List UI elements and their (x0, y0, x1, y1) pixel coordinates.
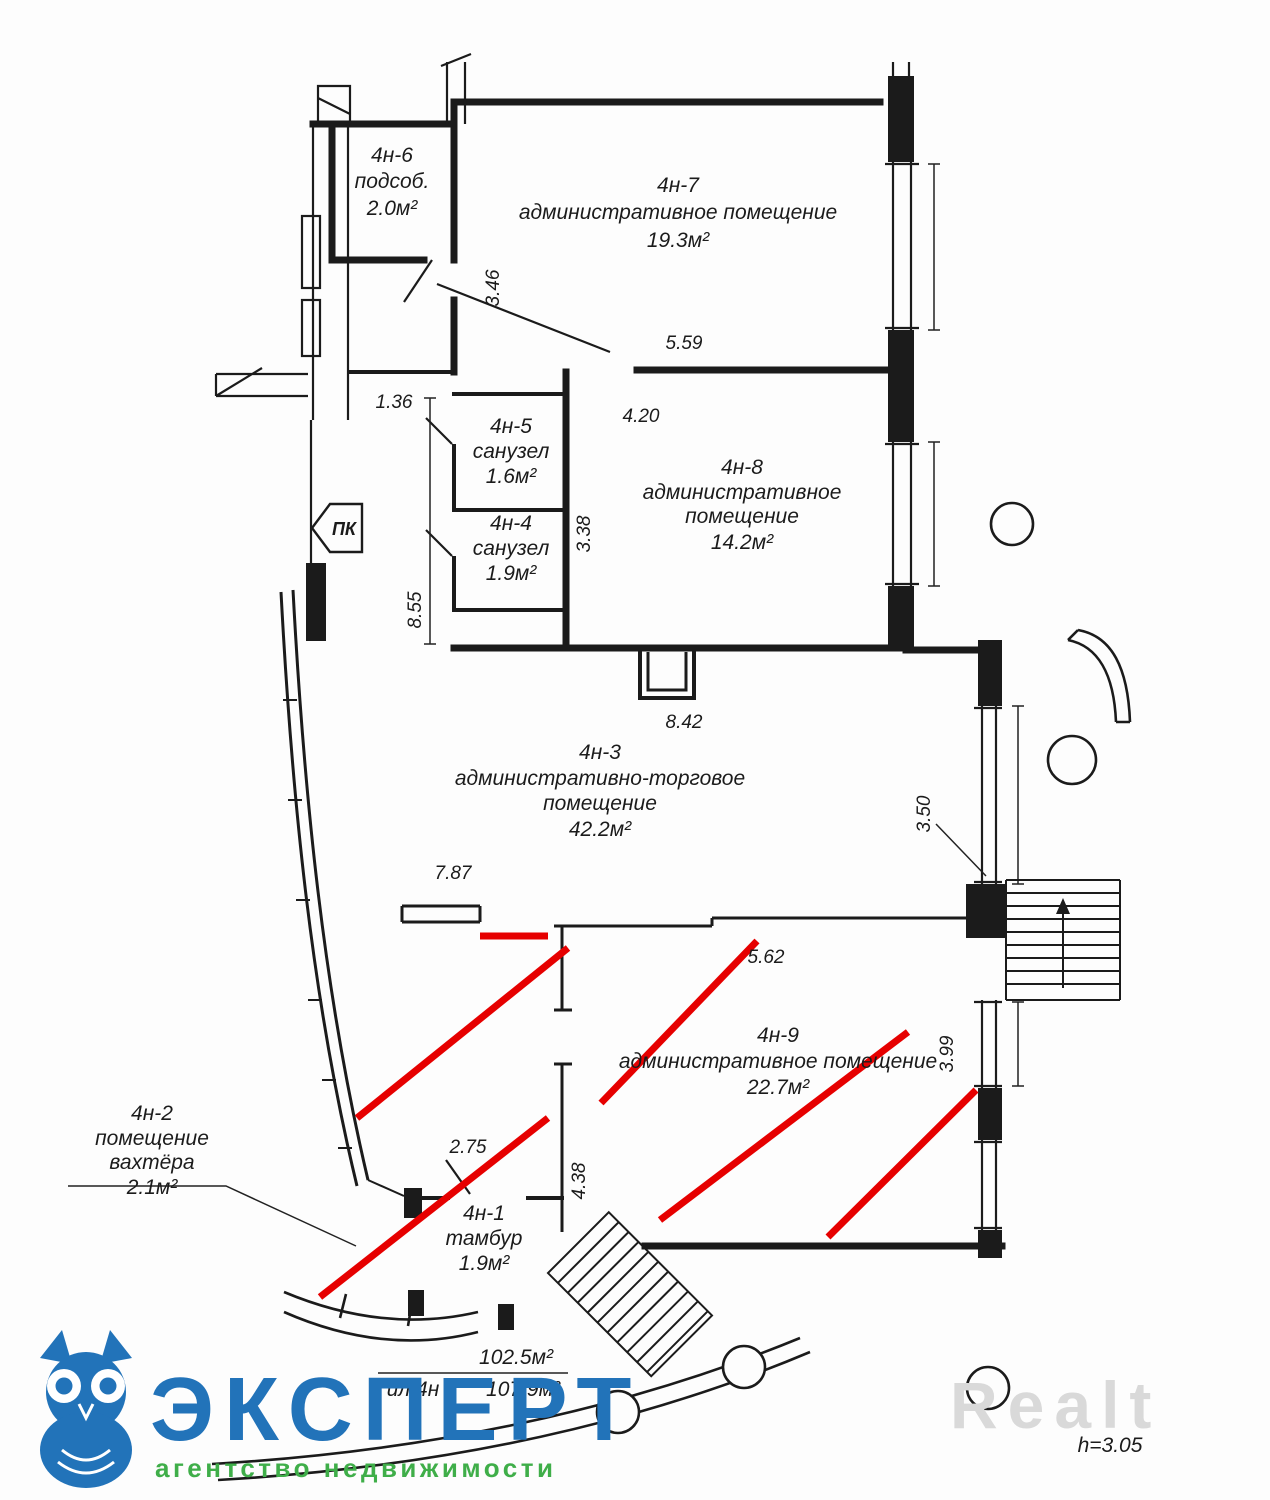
column-circle (965, 1365, 1011, 1411)
room-4n2-area: 2.1м² (126, 1176, 179, 1199)
room-4n4-name: санузел (473, 537, 550, 560)
column-circle (1046, 734, 1098, 786)
curved-glass-facade (279, 589, 405, 1197)
dim-5-59: 5.59 (666, 333, 703, 354)
room-4n3-name2: помещение (543, 792, 657, 815)
column-circle (721, 1344, 767, 1390)
wall-piers (306, 76, 1006, 1330)
owl-logo-icon (40, 1330, 132, 1488)
logo-subtitle: агентство недвижимости (155, 1453, 556, 1483)
sheet-label: ил.4н (387, 1378, 440, 1401)
room-4n5-name: санузел (473, 440, 550, 463)
room-4n1-area: 1.9м² (459, 1252, 511, 1275)
realt-watermark: Realt (950, 1368, 1161, 1442)
room-4n3-area: 42.2м² (569, 818, 632, 841)
column-circle (989, 501, 1035, 547)
logo-title: ЭКСПЕРТ (150, 1360, 641, 1460)
dim-2-75: 2.75 (449, 1137, 487, 1158)
exterior-walls (309, 98, 1006, 1250)
room-4n8-name1: административное (643, 481, 842, 504)
room-4n7-name: административное помещение (519, 201, 837, 224)
ceiling-height-label: h=3.05 (1078, 1434, 1143, 1457)
room-4n2-id: 4н-2 (131, 1102, 173, 1125)
dim-7-87: 7.87 (435, 863, 473, 884)
dim-3-38: 3.38 (574, 515, 595, 552)
staircase-main-entrance (546, 1210, 714, 1378)
room-4n8-area: 14.2м² (711, 531, 774, 554)
room-4n6-id: 4н-6 (371, 144, 413, 167)
room-4n9-name: административное помещение (619, 1050, 937, 1073)
doors-and-windows (214, 52, 1002, 1230)
room-4n6-name: подсоб. (355, 170, 430, 193)
dim-1-36: 1.36 (376, 392, 413, 413)
room-4n9-id: 4н-9 (757, 1024, 799, 1047)
total-area-bottom: 107.9м² (486, 1378, 561, 1401)
interior-partitions (400, 652, 986, 1232)
stair-direction-arrow-icon (1056, 898, 1070, 914)
dim-4-20: 4.20 (623, 406, 660, 427)
dimension-lines (68, 163, 1024, 1374)
pk-label: ПК (332, 519, 358, 539)
dim-8-55: 8.55 (405, 591, 426, 628)
red-highlight-lines (317, 932, 979, 1300)
room-4n4-id: 4н-4 (490, 512, 532, 535)
column-circles (595, 501, 1098, 1435)
room-4n1-id: 4н-1 (463, 1202, 505, 1225)
room-4n5-area: 1.6м² (486, 465, 538, 488)
room-4n7-area: 19.3м² (647, 229, 710, 252)
room-4n3-name1: административно-торговое (455, 767, 745, 790)
room-4n6-area: 2.0м² (366, 197, 419, 220)
dim-3-50: 3.50 (914, 795, 935, 832)
staircase-right (1005, 879, 1121, 1001)
room-4n8-name2: помещение (685, 505, 799, 528)
pk-tag: ПК (310, 502, 364, 554)
dim-8-42: 8.42 (666, 712, 703, 733)
room-4n9-area: 22.7м² (746, 1076, 810, 1099)
dim-3-99: 3.99 (937, 1035, 958, 1072)
dim-5-62: 5.62 (748, 947, 785, 968)
room-4n3-id: 4н-3 (579, 741, 621, 764)
room-4n2-name1: помещение (95, 1127, 209, 1150)
total-area-block: 102.5м² 107.9м² ил.4н (387, 1346, 561, 1401)
total-area-top: 102.5м² (479, 1346, 554, 1369)
dim-4-38: 4.38 (569, 1162, 590, 1199)
room-labels: 4н-6 подсоб. 2.0м² 4н-7 административное… (95, 144, 937, 1275)
room-4n2-name2: вахтёра (109, 1151, 194, 1174)
room-4n8-id: 4н-8 (721, 456, 763, 479)
column-circle (595, 1389, 641, 1435)
room-4n5-id: 4н-5 (490, 415, 532, 438)
dim-3-46: 3.46 (483, 269, 504, 306)
dimension-texts: 3.46 5.59 4.20 1.36 3.38 8.55 8.42 3.50 … (376, 269, 958, 1199)
room-4n4-area: 1.9м² (486, 562, 538, 585)
room-4n7-id: 4н-7 (657, 174, 700, 197)
agency-logo: ЭКСПЕРТ агентство недвижимости (40, 1330, 641, 1488)
room-4n1-name: тамбур (446, 1227, 523, 1250)
